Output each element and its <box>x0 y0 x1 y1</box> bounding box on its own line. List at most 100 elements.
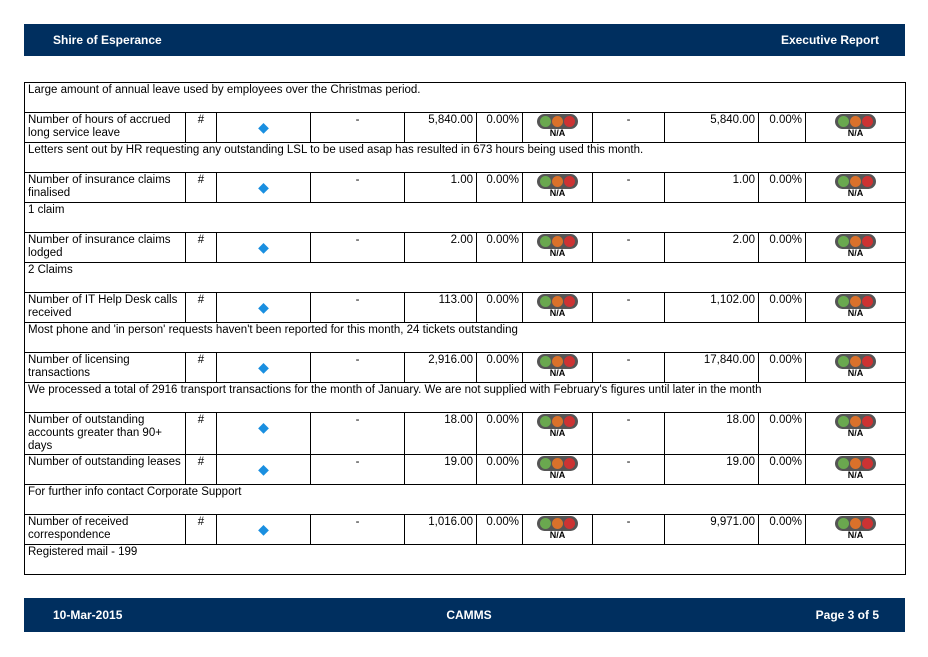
trend-arrow-icon: ◆ <box>258 119 269 135</box>
unit: # <box>185 172 217 203</box>
actual-month: 2,916.00 <box>404 352 477 383</box>
status-label: N/A <box>847 248 864 258</box>
traffic-light-icon: N/A <box>835 456 877 480</box>
traffic-light-icon: N/A <box>835 294 877 318</box>
target-month: - <box>310 352 405 383</box>
pct-month: 0.00% <box>476 412 523 455</box>
org-name: Shire of Esperance <box>53 33 162 47</box>
traffic-light-icon: N/A <box>537 354 578 378</box>
target-ytd: - <box>592 172 665 203</box>
actual-month: 113.00 <box>404 292 477 323</box>
target-ytd: - <box>592 412 665 455</box>
target-month: - <box>310 292 405 323</box>
actual-ytd: 1.00 <box>664 172 759 203</box>
actual-ytd: 9,971.00 <box>664 514 759 545</box>
pct-month: 0.00% <box>476 232 523 263</box>
traffic-light-icon: N/A <box>835 354 877 378</box>
table-row: Number of IT Help Desk calls received # … <box>24 292 907 323</box>
pct-month: 0.00% <box>476 514 523 545</box>
status-label: N/A <box>549 308 566 318</box>
measure-name: Number of outstanding accounts greater t… <box>24 412 186 455</box>
traffic-light-icon: N/A <box>537 174 578 198</box>
table-row: Number of insurance claims finalised # ◆… <box>24 172 907 203</box>
report-title: Executive Report <box>780 33 879 47</box>
pct-month: 0.00% <box>476 172 523 203</box>
pct-ytd: 0.00% <box>758 172 806 203</box>
pct-ytd: 0.00% <box>758 352 806 383</box>
unit: # <box>185 112 217 143</box>
target-ytd: - <box>592 232 665 263</box>
comment-cell: Large amount of annual leave used by emp… <box>23 82 907 113</box>
status-label: N/A <box>847 308 864 318</box>
status-label: N/A <box>847 368 864 378</box>
traffic-light-icon: N/A <box>537 294 578 318</box>
actual-ytd: 18.00 <box>664 412 759 455</box>
unit: # <box>185 232 217 263</box>
trend-arrow-icon: ◆ <box>258 239 269 255</box>
unit: # <box>185 454 217 485</box>
traffic-light-icon: N/A <box>835 414 877 438</box>
actual-month: 19.00 <box>404 454 477 485</box>
pct-month: 0.00% <box>476 292 523 323</box>
measure-name: Number of insurance claims lodged <box>24 232 186 263</box>
actual-ytd: 19.00 <box>664 454 759 485</box>
status-label: N/A <box>549 188 566 198</box>
status-label: N/A <box>847 530 864 540</box>
actual-month: 5,840.00 <box>404 112 477 143</box>
comment-cell: For further info contact Corporate Suppo… <box>23 484 907 515</box>
target-month: - <box>310 172 405 203</box>
pct-month: 0.00% <box>476 352 523 383</box>
actual-month: 2.00 <box>404 232 477 263</box>
status-label: N/A <box>549 368 566 378</box>
page-footer: 10-Mar-2015 CAMMS Page 3 of 5 <box>24 598 905 632</box>
status-label: N/A <box>847 428 864 438</box>
target-month: - <box>310 454 405 485</box>
target-ytd: - <box>592 454 665 485</box>
trend-arrow-icon: ◆ <box>258 419 269 435</box>
footer-date: 10-Mar-2015 <box>53 608 123 622</box>
table-row: Number of hours of accrued long service … <box>24 112 907 143</box>
trend-arrow-icon: ◆ <box>258 359 269 375</box>
traffic-light-icon: N/A <box>835 234 877 258</box>
trend-arrow-icon: ◆ <box>258 299 269 315</box>
actual-month: 1,016.00 <box>404 514 477 545</box>
traffic-light-icon: N/A <box>537 456 578 480</box>
traffic-light-icon: N/A <box>537 414 578 438</box>
actual-month: 18.00 <box>404 412 477 455</box>
traffic-light-icon: N/A <box>537 516 578 540</box>
unit: # <box>185 292 217 323</box>
trend-arrow-icon: ◆ <box>258 179 269 195</box>
target-month: - <box>310 112 405 143</box>
status-label: N/A <box>549 530 566 540</box>
actual-ytd: 2.00 <box>664 232 759 263</box>
pct-ytd: 0.00% <box>758 514 806 545</box>
comment-cell: 1 claim <box>23 202 907 233</box>
trend-arrow-icon: ◆ <box>258 461 269 477</box>
actual-ytd: 1,102.00 <box>664 292 759 323</box>
table-row: Number of insurance claims lodged # ◆ - … <box>24 232 907 263</box>
unit: # <box>185 514 217 545</box>
target-ytd: - <box>592 112 665 143</box>
actual-ytd: 5,840.00 <box>664 112 759 143</box>
pct-ytd: 0.00% <box>758 232 806 263</box>
status-label: N/A <box>847 128 864 138</box>
status-label: N/A <box>549 248 566 258</box>
comment-cell: Registered mail - 199 <box>23 544 907 575</box>
traffic-light-icon: N/A <box>537 234 578 258</box>
status-label: N/A <box>549 128 566 138</box>
table-row: Number of received correspondence # ◆ - … <box>24 514 907 545</box>
measure-name: Number of licensing transactions <box>24 352 186 383</box>
table-row: Number of outstanding leases # ◆ - 19.00… <box>24 454 907 485</box>
actual-month: 1.00 <box>404 172 477 203</box>
status-label: N/A <box>847 470 864 480</box>
target-ytd: - <box>592 292 665 323</box>
kpi-table: Large amount of annual leave used by emp… <box>23 82 907 575</box>
pct-ytd: 0.00% <box>758 292 806 323</box>
comment-cell: Most phone and 'in person' requests have… <box>23 322 907 353</box>
traffic-light-icon: N/A <box>835 174 877 198</box>
pct-month: 0.00% <box>476 112 523 143</box>
pct-ytd: 0.00% <box>758 412 806 455</box>
comment-cell: We processed a total of 2916 transport t… <box>23 382 907 413</box>
table-row: Number of outstanding accounts greater t… <box>24 412 907 455</box>
traffic-light-icon: N/A <box>835 516 877 540</box>
